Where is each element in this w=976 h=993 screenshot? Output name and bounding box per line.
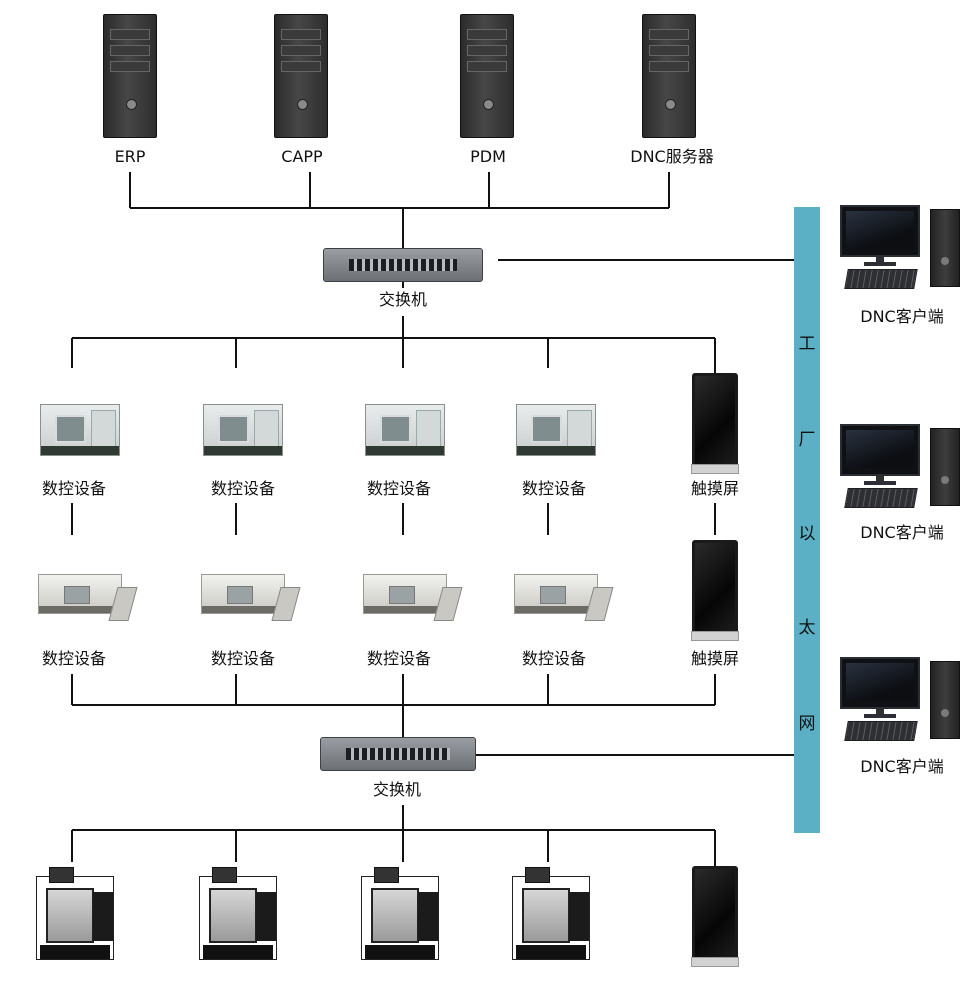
capp-label: CAPP bbox=[281, 147, 323, 166]
cnc-machine-icon bbox=[516, 404, 596, 456]
touch-screen-label: 触摸屏 bbox=[690, 649, 739, 668]
vertical-machining-center-icon bbox=[512, 867, 590, 960]
dnc-server-label: DNC服务器 bbox=[630, 147, 714, 166]
dnc-client-label: DNC客户端 bbox=[860, 307, 944, 326]
touch-screen-icon bbox=[691, 866, 739, 967]
device-label: 数控设备 bbox=[210, 479, 275, 498]
top-switch-label: 交换机 bbox=[378, 290, 427, 309]
ethernet-char: 网 bbox=[798, 714, 816, 734]
ethernet-char: 太 bbox=[798, 618, 816, 638]
erp-server-tower-icon bbox=[103, 14, 157, 138]
device-label: 数控设备 bbox=[41, 649, 106, 668]
device-label: 数控设备 bbox=[41, 479, 106, 498]
bottom-switch-label: 交换机 bbox=[372, 780, 421, 799]
dnc-client-label: DNC客户端 bbox=[860, 523, 944, 542]
dnc-client-pc-icon bbox=[840, 657, 962, 743]
vertical-machining-center-icon bbox=[199, 867, 277, 960]
dnc-client-pc-icon bbox=[840, 205, 962, 291]
cnc-lathe-icon bbox=[363, 574, 463, 621]
ethernet-char: 以 bbox=[798, 524, 816, 544]
vertical-machining-center-icon bbox=[36, 867, 114, 960]
cnc-machine-icon bbox=[365, 404, 445, 456]
pdm-server-tower-icon bbox=[460, 14, 514, 138]
cnc-machine-icon bbox=[203, 404, 283, 456]
cnc-lathe-icon bbox=[201, 574, 301, 621]
factory-ethernet-bar: 工 厂 以 太 网 bbox=[794, 207, 820, 833]
bottom-switch-icon bbox=[320, 737, 476, 771]
device-label: 数控设备 bbox=[521, 479, 586, 498]
top-switch-icon bbox=[323, 248, 483, 282]
touch-screen-icon bbox=[691, 373, 739, 474]
dnc-server-tower-icon bbox=[642, 14, 696, 138]
erp-label: ERP bbox=[114, 147, 146, 166]
touch-screen-label: 触摸屏 bbox=[690, 479, 739, 498]
device-label: 数控设备 bbox=[366, 479, 431, 498]
device-label: 数控设备 bbox=[366, 649, 431, 668]
dnc-client-pc-icon bbox=[840, 424, 962, 510]
capp-server-tower-icon bbox=[274, 14, 328, 138]
ethernet-char: 厂 bbox=[798, 430, 816, 450]
touch-screen-icon bbox=[691, 540, 739, 641]
device-label: 数控设备 bbox=[521, 649, 586, 668]
vertical-machining-center-icon bbox=[361, 867, 439, 960]
ethernet-char: 工 bbox=[798, 334, 816, 354]
cnc-lathe-icon bbox=[514, 574, 614, 621]
pdm-label: PDM bbox=[470, 147, 506, 166]
cnc-lathe-icon bbox=[38, 574, 138, 621]
dnc-client-label: DNC客户端 bbox=[860, 757, 944, 776]
device-label: 数控设备 bbox=[210, 649, 275, 668]
cnc-machine-icon bbox=[40, 404, 120, 456]
